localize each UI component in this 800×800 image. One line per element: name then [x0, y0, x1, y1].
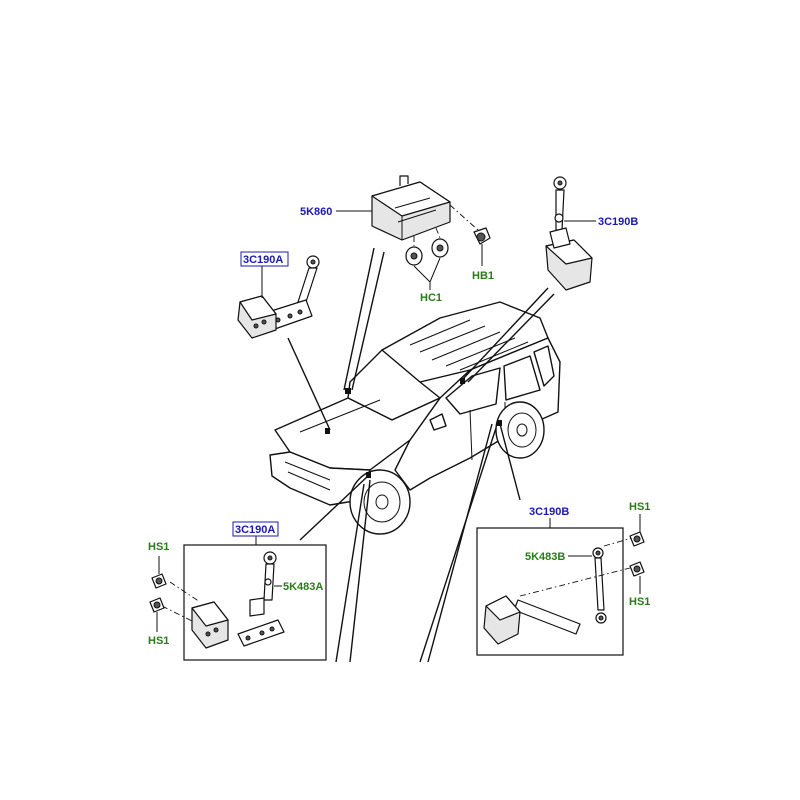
control-module-icon: [336, 175, 479, 241]
callout-screw-rear-bottom: HS1: [629, 596, 650, 608]
height-sensor-icon: [161, 551, 285, 649]
grommet-icon: [405, 227, 449, 290]
screw-icon: [629, 561, 645, 594]
callout-hc: HC1: [420, 292, 442, 304]
callout-hb: HB1: [472, 270, 494, 282]
callout-sensor-front-top: 3C190A: [243, 254, 283, 266]
callout-screw-front-bottom: HS1: [148, 635, 169, 647]
leader-lines: [287, 247, 555, 663]
height-sensor-icon: [483, 537, 633, 645]
screw-icon: [151, 556, 167, 589]
callout-screw-front-top: HS1: [148, 541, 169, 553]
screw-icon: [149, 597, 165, 632]
callout-sensor-front-box: 3C190A: [235, 524, 275, 536]
front-sensor-detail-box: [183, 544, 327, 661]
callout-module: 5K860: [300, 206, 332, 218]
screw-icon: [473, 227, 491, 266]
callout-link-front: 5K483A: [283, 581, 323, 593]
vehicle-outline-icon: [269, 301, 561, 535]
callout-link-rear: 5K483B: [525, 551, 565, 563]
callout-sensor-rear-top: 3C190B: [598, 216, 638, 228]
screw-icon: [629, 514, 645, 547]
callout-screw-rear-top: HS1: [629, 501, 650, 513]
height-sensor-icon: [545, 176, 596, 291]
callout-sensor-rear-box: 3C190B: [529, 506, 569, 518]
height-sensor-icon: [237, 255, 320, 339]
